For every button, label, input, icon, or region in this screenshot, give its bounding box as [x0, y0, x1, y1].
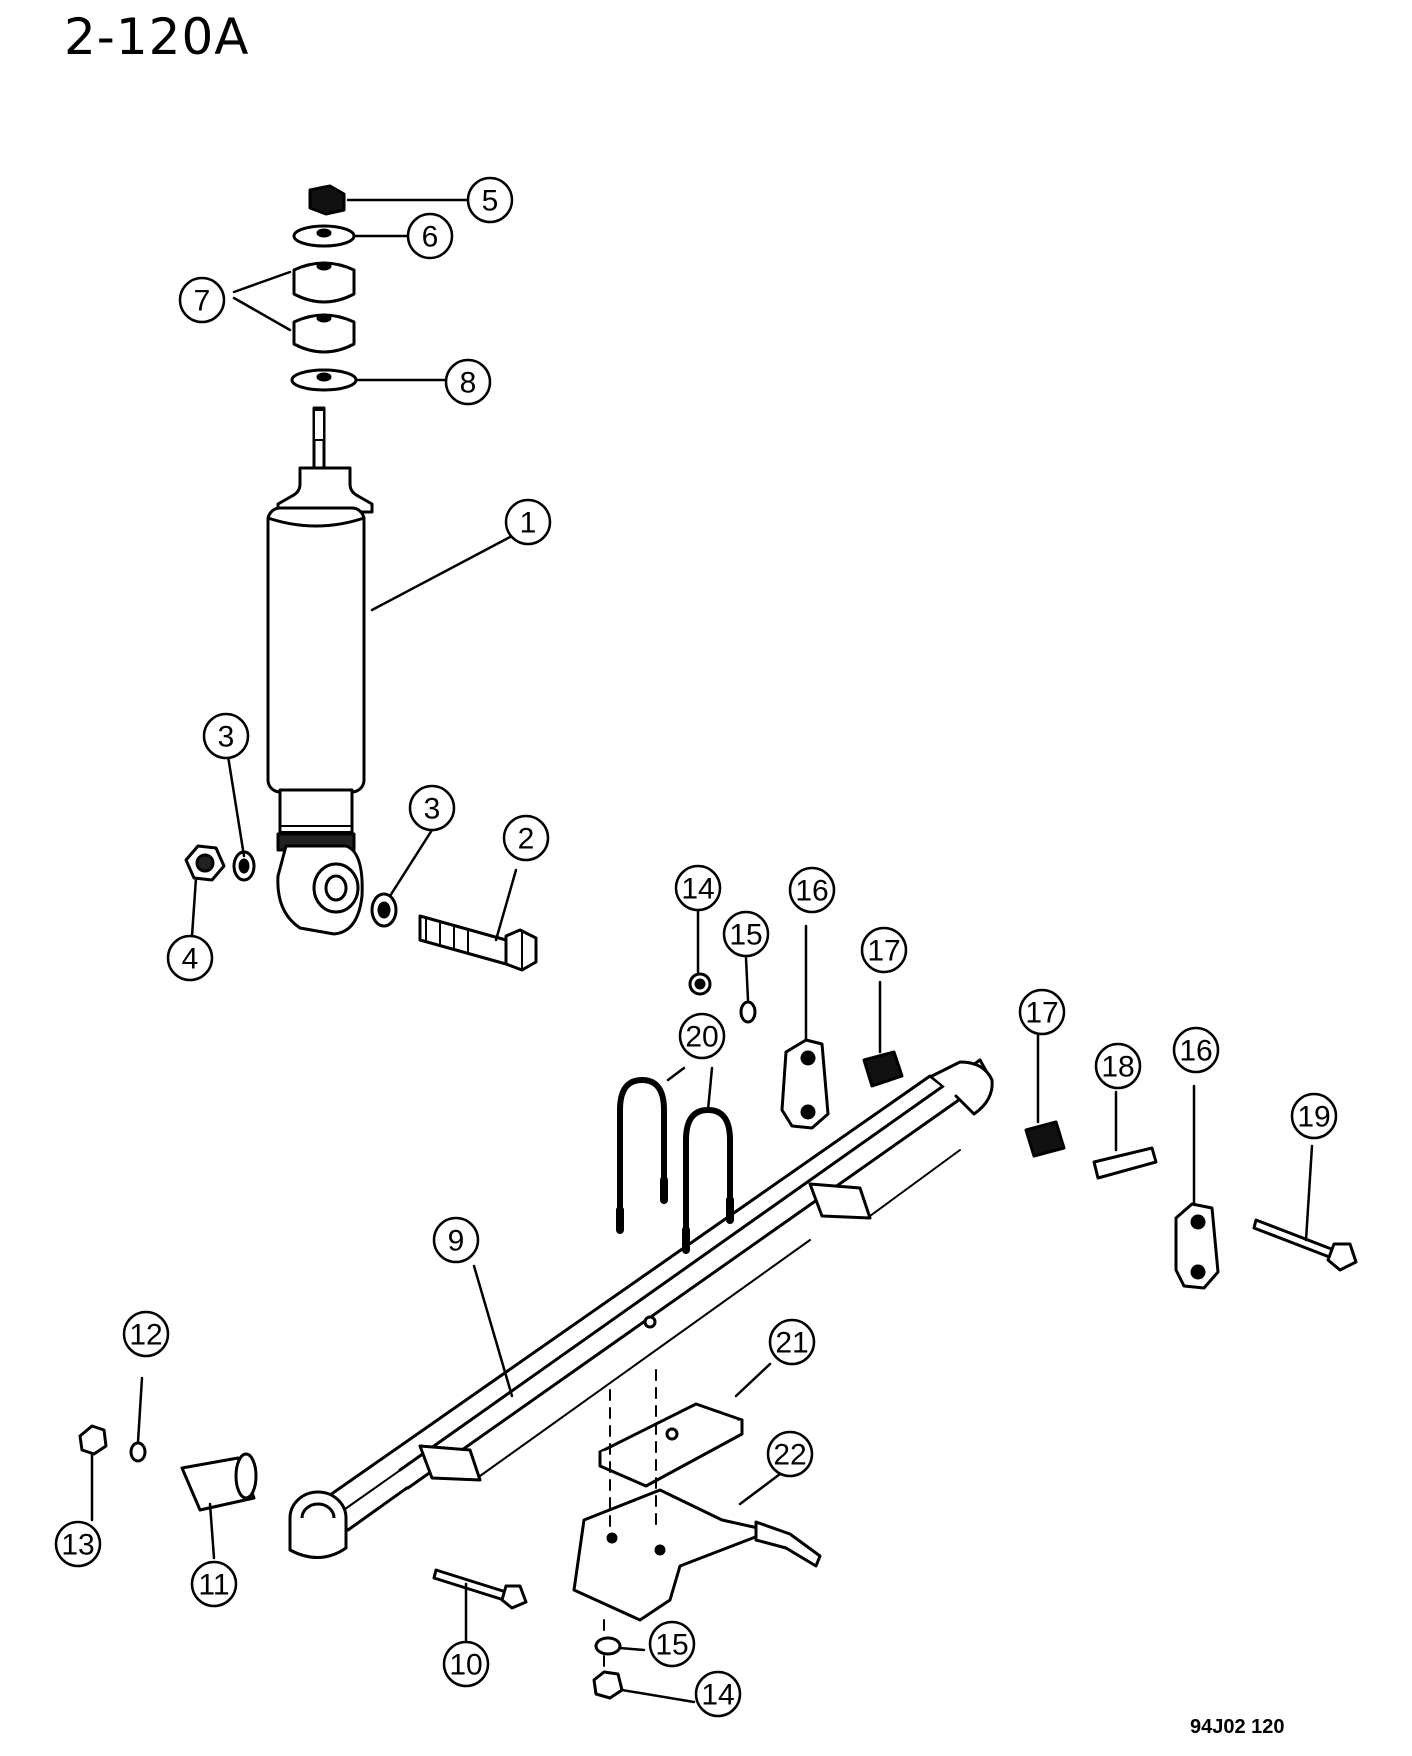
callout-circle: [444, 358, 492, 406]
callout-number: 3: [218, 721, 235, 754]
callout-p6: 6: [406, 212, 454, 260]
callout-circle: [432, 1216, 480, 1264]
figure-code: 94J02 120: [1190, 1716, 1285, 1738]
callout-number: 14: [701, 1679, 734, 1712]
callout-number: 9: [448, 1225, 465, 1258]
callout-p4: 4: [166, 934, 214, 982]
callout-circle: [406, 212, 454, 260]
callout-number: 6: [422, 221, 439, 254]
shock-upper-mount-drawing: [290, 184, 358, 441]
callout-number: 17: [1025, 997, 1058, 1030]
callout-number: 21: [775, 1327, 808, 1360]
callout-p8: 8: [444, 358, 492, 406]
callout-circle: [502, 814, 550, 862]
callout-p14a: 14: [674, 864, 722, 912]
callout-number: 15: [655, 1629, 688, 1662]
callout-p16b: 16: [1172, 1026, 1220, 1074]
callout-circle: [722, 910, 770, 958]
callout-p15b: 15: [648, 1620, 696, 1668]
callout-p9: 9: [432, 1216, 480, 1264]
callout-p21: 21: [768, 1318, 816, 1366]
callout-circle: [674, 864, 722, 912]
callout-p22: 22: [766, 1430, 814, 1478]
callout-circle: [768, 1318, 816, 1366]
callout-circle: [788, 866, 836, 914]
callout-number: 4: [182, 943, 199, 976]
callout-number: 17: [867, 935, 900, 968]
shock-absorber-drawing: [266, 406, 374, 936]
callout-number: 19: [1297, 1101, 1330, 1134]
callout-p16a: 16: [788, 866, 836, 914]
callout-circle: [504, 498, 552, 546]
callout-circle: [694, 1670, 742, 1718]
callout-number: 1: [520, 507, 537, 540]
callout-number: 3: [424, 793, 441, 826]
callout-circle: [860, 926, 908, 974]
callout-circle: [1094, 1042, 1142, 1090]
callout-circle: [678, 1012, 726, 1060]
callout-p3b: 3: [408, 784, 456, 832]
callout-p20: 20: [678, 1012, 726, 1060]
callout-p19: 19: [1290, 1092, 1338, 1140]
callout-p13: 13: [54, 1520, 102, 1568]
callout-number: 7: [194, 285, 211, 318]
callout-p2: 2: [502, 814, 550, 862]
callout-number: 2: [518, 823, 535, 856]
u-bolts-drawing: [616, 1077, 734, 1254]
callout-circle: [202, 712, 250, 760]
callout-circle: [442, 1640, 490, 1688]
callout-p5: 5: [466, 176, 514, 224]
callout-circle: [1290, 1092, 1338, 1140]
callout-number: 20: [685, 1021, 718, 1054]
callout-number: 16: [1179, 1035, 1212, 1068]
callout-number: 11: [198, 1569, 229, 1602]
callout-number: 8: [460, 367, 477, 400]
callout-p10: 10: [442, 1640, 490, 1688]
callout-number: 10: [449, 1649, 482, 1682]
callout-circle: [766, 1430, 814, 1478]
callout-p17b: 17: [1018, 988, 1066, 1036]
callout-number: 22: [773, 1439, 806, 1472]
shock-lower-hardware-drawing: [184, 844, 538, 972]
callout-number: 15: [729, 919, 762, 952]
spring-eye-hardware-drawing: [78, 1424, 528, 1610]
callout-number: 12: [129, 1319, 162, 1352]
callout-p11: 11: [190, 1560, 238, 1608]
callout-p17a: 17: [860, 926, 908, 974]
callout-p3a: 3: [202, 712, 250, 760]
leader-lines: [90, 198, 1314, 1704]
callout-p7: 7: [178, 276, 226, 324]
callout-circle: [178, 276, 226, 324]
callout-number: 5: [482, 185, 499, 218]
callout-circle: [54, 1520, 102, 1568]
callout-number: 13: [61, 1529, 94, 1562]
page-title: 2-120A: [64, 8, 250, 66]
callout-circle: [1018, 988, 1066, 1036]
callout-p18: 18: [1094, 1042, 1142, 1090]
callout-number: 18: [1101, 1051, 1134, 1084]
callout-circle: [408, 784, 456, 832]
shackle-hardware-drawing: [688, 972, 1358, 1290]
callout-group: 1233456789101112131414151516161717181920…: [54, 176, 1338, 1718]
callout-p1: 1: [504, 498, 552, 546]
callout-circle: [1172, 1026, 1220, 1074]
callout-number: 14: [681, 873, 714, 906]
callout-circle: [122, 1310, 170, 1358]
spring-plates-drawing: [572, 1369, 822, 1700]
callout-circle: [166, 934, 214, 982]
callout-p15a: 15: [722, 910, 770, 958]
callout-circle: [466, 176, 514, 224]
callout-circle: [190, 1560, 238, 1608]
callout-p12: 12: [122, 1310, 170, 1358]
callout-number: 16: [795, 875, 828, 908]
callout-circle: [648, 1620, 696, 1668]
callout-p14b: 14: [694, 1670, 742, 1718]
